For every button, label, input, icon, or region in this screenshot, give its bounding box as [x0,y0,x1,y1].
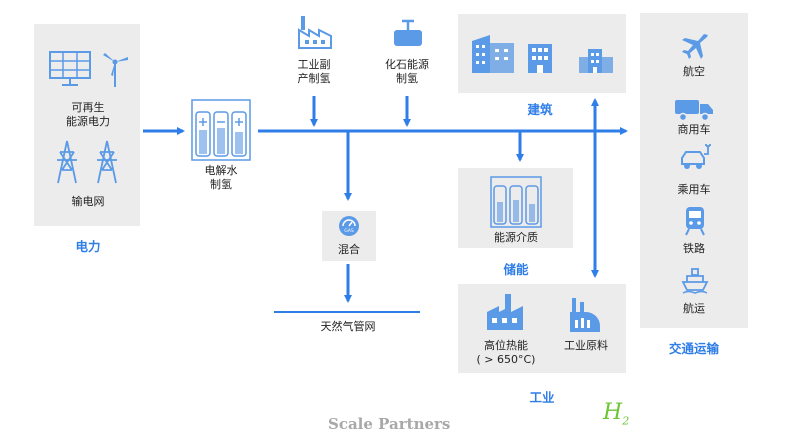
renewable-power-label: 可再生 能源电力 [66,101,110,128]
h2-logo-subscript: 2 [622,414,630,428]
power-panel [34,24,140,226]
storage-section-title: 储能 [503,262,529,277]
electrolyzer-icon [191,99,251,161]
power-section-title: 电力 [75,239,101,254]
airplane-icon [682,34,708,59]
office-building-icon [472,35,514,73]
energy-medium-label: 能源介质 [494,231,538,244]
h2-logo: H2 [603,400,629,427]
ship-icon [681,268,709,294]
transmission-tower-icon [97,140,117,184]
apartment-building-icon [528,44,552,73]
transmission-tower-icon [57,140,77,184]
furnace-factory-icon [487,294,523,330]
gas-grid-label: 天然气管网 [320,320,376,333]
industrial-raw-material-label: 工业原料 [564,339,608,352]
car-charging-icon [681,144,711,169]
building-section-title: 建筑 [527,102,553,117]
high-heat-label: 高位热能 ( > 650°C) [476,339,536,366]
h2-logo-letter: H [603,400,623,425]
truck-icon [675,100,713,122]
industrial-byproduct-label: 工业副 产制氢 [297,58,331,85]
electrolysis-label: 电解水 制氢 [204,164,238,191]
valve-icon [394,19,422,46]
industry-section-title: 工业 [529,390,555,405]
fossil-hydrogen-label: 化石能源 制氢 [385,58,429,85]
gas-meter-icon: GAS [339,216,359,236]
transport-item-rail: 铁路 [683,242,705,255]
gas-icon-text: GAS [344,228,354,234]
factory-icon [298,16,332,49]
solar-panel-icon [49,51,91,86]
hotel-building-icon [579,49,613,73]
transport-item-commercial: 商用车 [677,123,711,136]
energy-storage-icon [490,176,542,228]
transport-item-aviation: 航空 [683,65,705,78]
mixing-label: 混合 [338,243,360,256]
grid-label: 输电网 [71,195,105,208]
transport-item-passenger: 乘用车 [677,183,711,196]
transport-item-shipping: 航运 [683,302,705,315]
brand-watermark: Scale Partners [328,415,451,433]
transport-section-title: 交通运输 [668,341,719,356]
chemical-plant-icon [570,298,600,332]
train-icon [685,207,705,236]
wind-turbine-icon [103,53,128,87]
